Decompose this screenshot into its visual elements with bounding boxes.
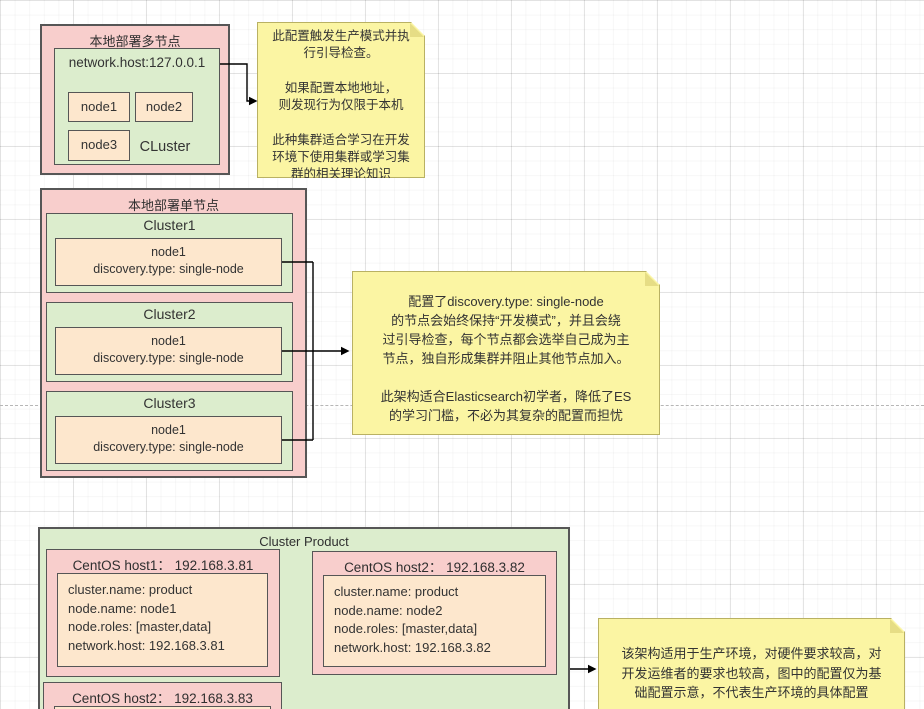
sticky-note-middle-text: 配置了discovery.type: single-node 的节点会始终保持“…	[380, 294, 632, 423]
cluster3-title: Cluster3	[143, 395, 196, 411]
node2-label: node2	[145, 99, 183, 114]
host3-title: CentOS host2： 192.168.3.83	[72, 691, 253, 706]
sticky-note-middle[interactable]: 配置了discovery.type: single-node 的节点会始终保持“…	[352, 271, 660, 435]
host1-config-text: cluster.name: product node.name: node1 n…	[68, 582, 225, 653]
node3-label: node3	[80, 137, 118, 152]
host3-box[interactable]: CentOS host2： 192.168.3.83	[43, 682, 282, 709]
host2-config-text: cluster.name: product node.name: node2 n…	[334, 584, 491, 655]
cluster1-box[interactable]: Cluster1 node1 discovery.type: single-no…	[46, 213, 293, 293]
cluster-text-label: CLuster	[139, 139, 191, 155]
sticky-note-top-text: 此配置触发生产模式并执 行引导检查。 如果配置本地地址， 则发现行为仅限于本机 …	[272, 29, 410, 182]
host1-config-box[interactable]: cluster.name: product node.name: node1 n…	[57, 573, 268, 667]
host3-config-box[interactable]	[54, 706, 271, 709]
host1-title: CentOS host1： 192.168.3.81	[72, 558, 254, 573]
sticky-note-bottom[interactable]: 该架构适用于生产环境，对硬件要求较高，对 开发运维者的要求也较高，图中的配置仅为…	[598, 618, 905, 709]
arrowhead-icon	[341, 346, 350, 356]
host2-config-box[interactable]: cluster.name: product node.name: node2 n…	[323, 575, 546, 667]
sticky-note-top[interactable]: 此配置触发生产模式并执 行引导检查。 如果配置本地地址， 则发现行为仅限于本机 …	[257, 22, 425, 178]
cluster1-node-box[interactable]: node1 discovery.type: single-node	[55, 238, 282, 286]
cluster2-title: Cluster2	[143, 306, 196, 322]
sticky-note-bottom-text: 该架构适用于生产环境，对硬件要求较高，对 开发运维者的要求也较高，图中的配置仅为…	[621, 646, 882, 700]
note-fold-icon	[890, 619, 904, 633]
node1-box[interactable]: node1	[68, 92, 130, 122]
arrowhead-icon	[588, 664, 597, 674]
network-host-label: network.host:127.0.0.1	[68, 55, 206, 70]
node1-label: node1	[80, 99, 118, 114]
node3-box[interactable]: node3	[68, 130, 130, 161]
arrowhead-icon	[249, 96, 258, 106]
cluster-product-title: Cluster Product	[259, 534, 349, 549]
connector-product-to-note[interactable]	[570, 664, 597, 674]
host2-title: CentOS host2： 192.168.3.82	[344, 560, 525, 575]
node2-box[interactable]: node2	[135, 92, 193, 122]
cluster3-box[interactable]: Cluster3 node1 discovery.type: single-no…	[46, 391, 293, 471]
cluster3-node-box[interactable]: node1 discovery.type: single-node	[55, 416, 282, 464]
cluster2-box[interactable]: Cluster2 node1 discovery.type: single-no…	[46, 302, 293, 382]
single-node-title: 本地部署单节点	[127, 198, 219, 213]
cluster2-node-box[interactable]: node1 discovery.type: single-node	[55, 327, 282, 375]
multi-node-title: 本地部署多节点	[89, 34, 181, 49]
cluster1-title: Cluster1	[143, 217, 196, 233]
